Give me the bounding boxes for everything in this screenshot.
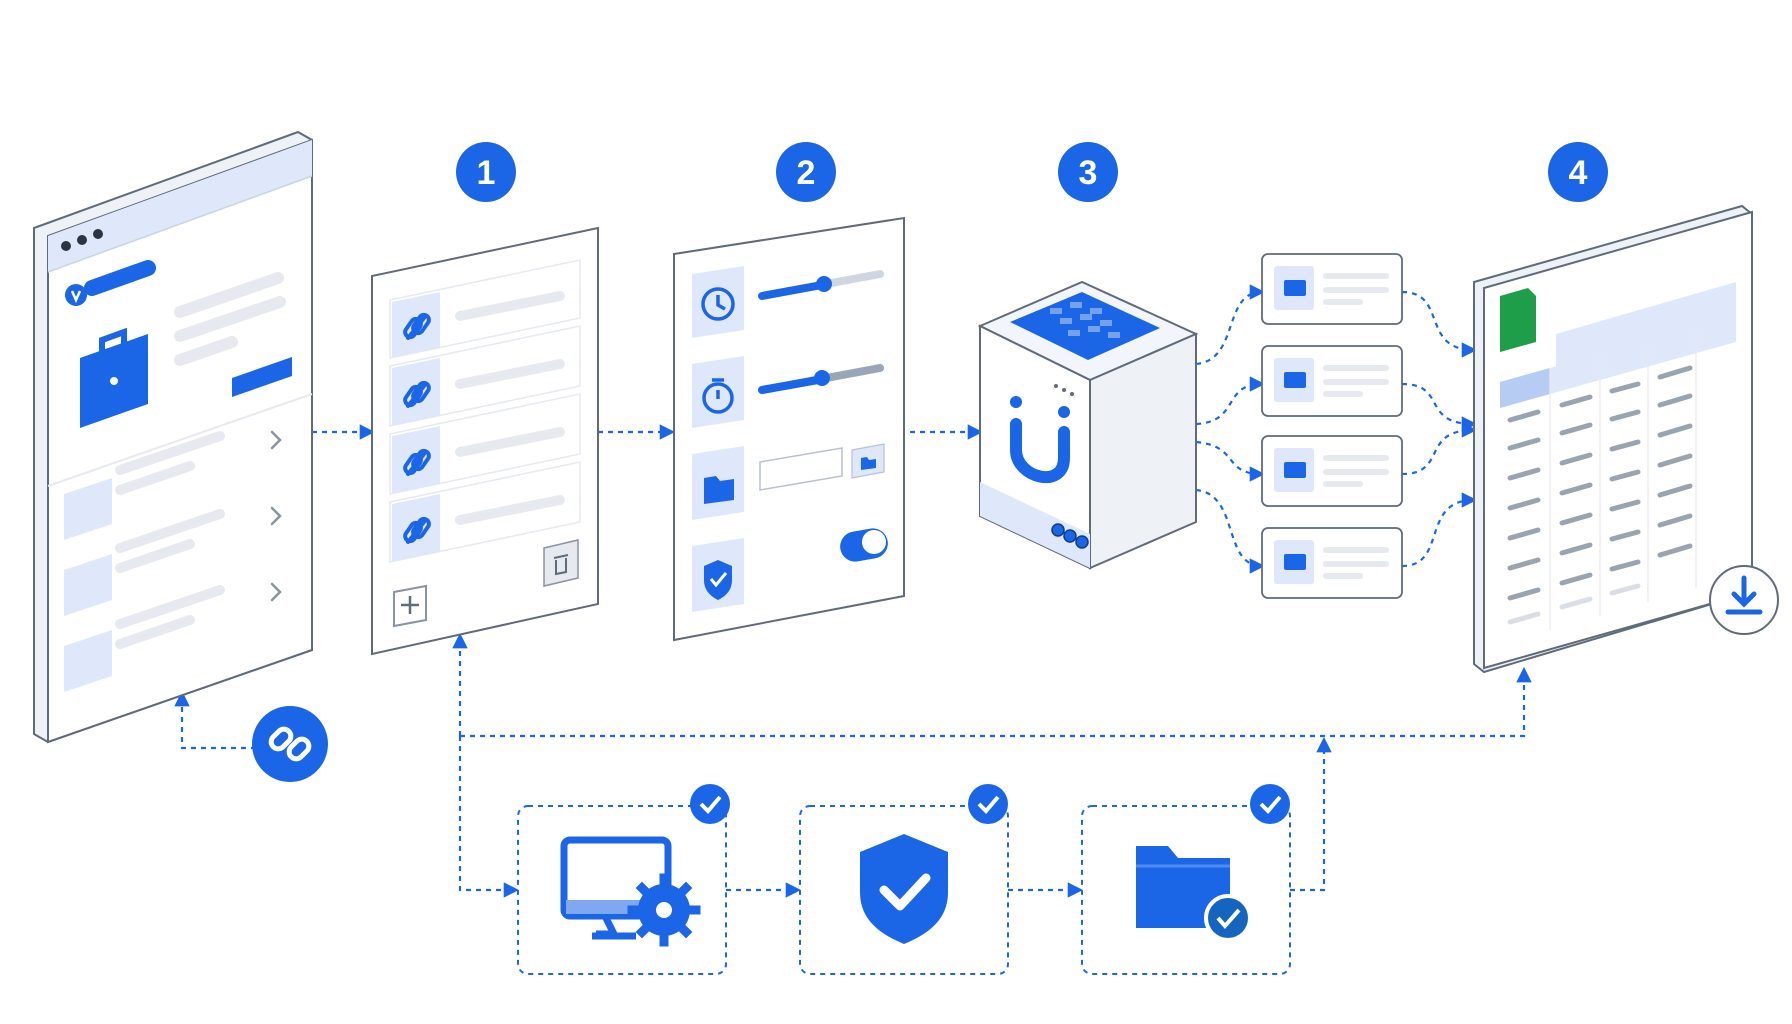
arrow-result3-sheet [1401,422,1478,476]
check-badge [968,784,1008,824]
folder-check-icon [1136,846,1252,942]
stopwatch-icon [702,378,734,414]
folder-icon [704,476,734,504]
add-link-button[interactable] [393,584,427,628]
toggle-switch[interactable] [838,526,890,564]
check-file [1081,784,1291,975]
step-1: 1 [456,142,516,202]
chevron-right-icon[interactable] [270,430,282,450]
google-sheets-icon [1500,288,1536,352]
interval-slider[interactable] [758,270,884,300]
window-dots-icon [61,229,103,251]
check-badge [1250,784,1290,824]
result-cards [1261,253,1403,599]
source-job-page [33,130,313,744]
job-thumb-3 [64,630,112,692]
logo-icon [65,284,87,306]
link-icon [268,726,312,762]
arrow-result4-sheet [1401,492,1478,568]
result-card-1[interactable] [1261,253,1403,325]
timeout-slider[interactable] [758,364,884,394]
clock-icon [701,287,735,321]
briefcase-icon [80,327,148,428]
loop-up-from-check3 [1290,736,1332,892]
result-card-4[interactable] [1261,527,1403,599]
check-system [517,784,730,975]
loop-to-sheet [460,666,1532,738]
computer-gear-icon [560,836,701,947]
folder-path-input[interactable] [759,447,843,491]
scraper-device [977,280,1199,570]
link-icon[interactable] [403,312,431,340]
settings-panel [673,216,905,642]
browse-folder-button[interactable] [851,443,885,479]
arrow-result2-sheet [1401,382,1478,432]
check-security [799,784,1009,975]
loop-down-to-check1 [458,736,520,898]
step-1-badge [456,142,516,202]
download-icon [1725,575,1763,615]
folder-icon [861,457,876,470]
step-2-badge [776,142,836,202]
svg-text:1: 1 [477,154,496,192]
briefcase-icon [1284,462,1306,478]
step-4-badge [1548,142,1608,202]
check-badge [690,784,730,824]
shield-check-icon [860,834,948,944]
job-thumb-2 [64,554,112,616]
briefcase-icon [1284,372,1306,388]
link-icon[interactable] [403,380,431,408]
chevron-right-icon[interactable] [270,506,282,526]
step-2: 2 [776,142,836,202]
arrow-result1-sheet [1401,290,1478,358]
arrow-step3-result2 [1195,376,1266,426]
svg-text:3: 3 [1079,154,1098,192]
trash-icon [553,554,569,576]
download-button[interactable] [1709,565,1779,635]
spreadsheet-output [1473,204,1753,674]
link-badge[interactable] [252,706,328,782]
link-icon[interactable] [403,448,431,476]
step-3-badge [1058,142,1118,202]
connectors [174,284,1532,898]
arrow-step3-result4 [1195,488,1266,574]
status-lights [1051,523,1089,549]
delete-link-button[interactable] [543,539,579,587]
plus-icon [401,596,419,614]
job-thumb-1 [64,478,112,540]
result-card-2[interactable] [1261,345,1403,417]
step-3: 3 [1058,142,1118,202]
link-list-panel [371,226,599,656]
svg-text:2: 2 [797,154,816,192]
briefcase-icon [1284,280,1306,296]
chevron-right-icon[interactable] [270,582,282,602]
arrow-badge-to-source [174,690,256,750]
link-icon[interactable] [403,516,431,544]
step-4: 4 [1548,142,1608,202]
briefcase-icon [1284,554,1306,570]
apply-button[interactable] [232,357,292,397]
svg-text:4: 4 [1569,154,1588,192]
result-card-3[interactable] [1261,435,1403,507]
magnet-icon [1010,418,1070,483]
arrow-step3-result1 [1195,284,1266,366]
arrow-step3-result3 [1195,440,1266,482]
shield-check-icon [704,560,732,600]
